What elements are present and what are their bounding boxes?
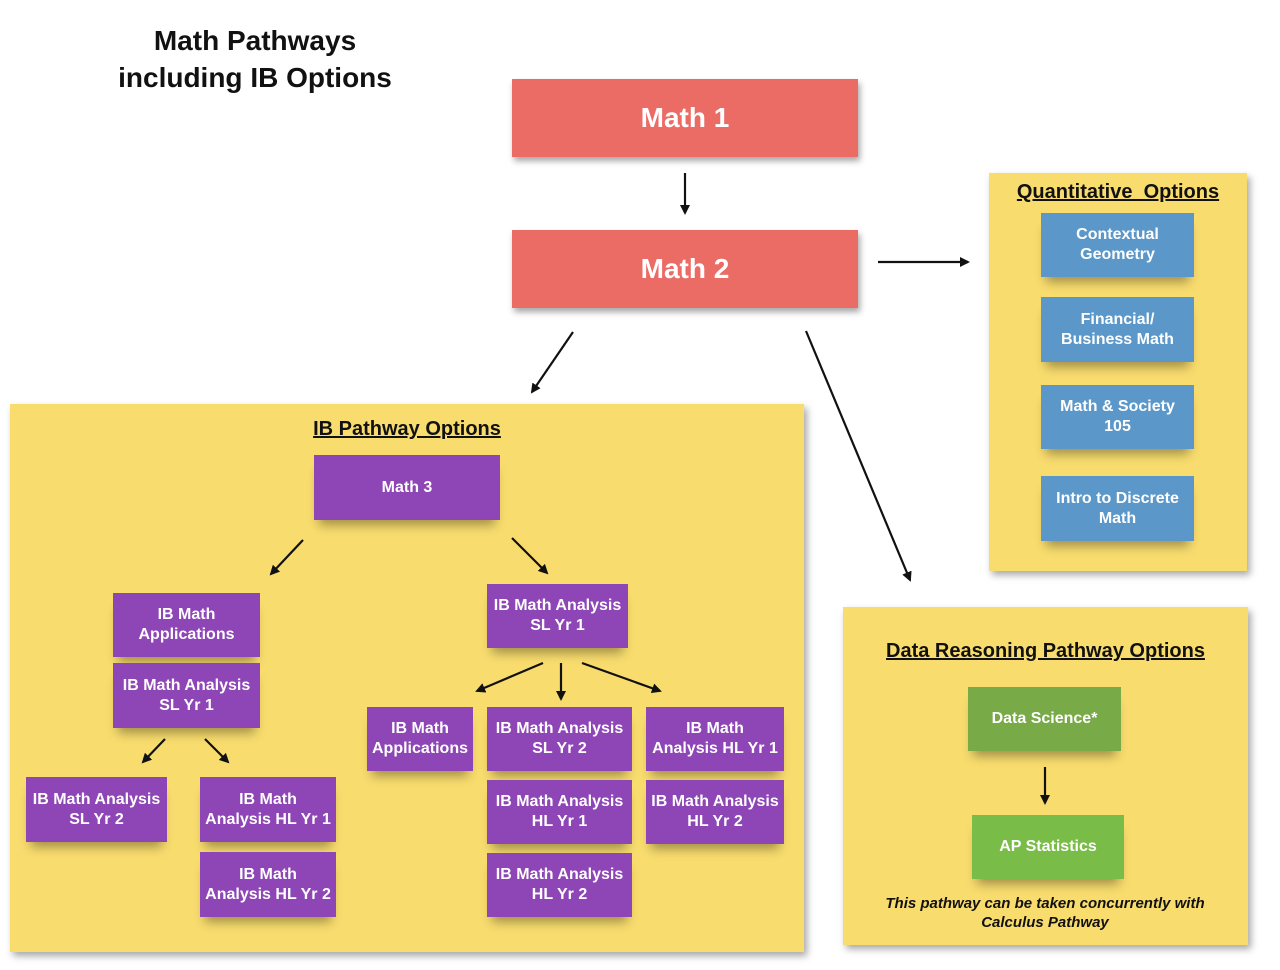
note-line-2: Calculus Pathway [981,914,1109,931]
ib-analysis-hl2-right-a-box: IB Math Analysis HL Yr 2 [646,780,784,844]
box-line: Applications [371,740,468,757]
box-line: IB Math Analysis [495,793,624,810]
box-line: IB Math Analysis [32,790,161,808]
title-line-2: including IB Options [118,62,392,93]
box-line: IB Math [391,720,449,737]
box-line: IB Math [157,606,216,623]
arrow-math2-to-ib [530,331,574,394]
box-line: HL Yr 1 [531,813,588,830]
box-line: Analysis HL Yr 1 [205,810,331,828]
box-line: IB Math [239,790,297,808]
ib-applications-right-box: IB Math Applications [367,707,473,771]
diagram-title: Math Pathways including IB Options [80,22,430,96]
concurrency-note: This pathway can be taken concurrently w… [845,894,1245,932]
box-line: SL Yr 1 [159,696,214,714]
box-line: IB Math Analysis [122,676,251,694]
quant-item-math-society: Math & Society 105 [1041,385,1194,449]
data-reasoning-heading: Data Reasoning Pathway Options [886,640,1205,662]
box-line: Analysis HL Yr 1 [652,740,778,757]
quantitative-options-heading: Quantitative Options [1016,181,1220,203]
ib-analysis-hl1-right-a-box: IB Math Analysis HL Yr 1 [646,707,784,771]
ib-analysis-sl1-right-box: IB Math Analysis SL Yr 1 [487,584,628,648]
data-science-label: Data Science* [991,710,1098,727]
title-line-1: Math Pathways [153,25,357,56]
data-science-box: Data Science* [968,687,1121,751]
box-line: IB Math Analysis [651,793,779,810]
box-line: IB Math [239,865,297,883]
box-line: Analysis HL Yr 2 [205,885,331,903]
quant-item-line: Math & Society [1060,398,1175,415]
arrow-math2-to-data-reasoning [804,330,912,582]
box-line: SL Yr 2 [532,740,587,757]
ap-statistics-label: AP Statistics [999,838,1097,855]
box-line: SL Yr 1 [530,617,585,634]
ib-analysis-hl1-left-box: IB Math Analysis HL Yr 1 [200,777,336,842]
box-line: HL Yr 2 [531,886,588,903]
math-1-label: Math 1 [640,102,730,133]
ib-analysis-hl1-right-b-box: IB Math Analysis HL Yr 1 [487,780,632,844]
ib-analysis-sl1-left-box: IB Math Analysis SL Yr 1 [113,663,260,728]
ib-analysis-hl2-left-box: IB Math Analysis HL Yr 2 [200,852,336,917]
ib-analysis-hl2-right-b-box: IB Math Analysis HL Yr 2 [487,853,632,917]
math-2-box: Math 2 [512,230,858,308]
math-1-box: Math 1 [512,79,858,157]
quant-item-financial-business-math: Financial/ Business Math [1041,297,1194,362]
math-3-label: Math 3 [381,478,433,496]
ib-pathway-heading: IB Pathway Options [313,418,501,440]
ib-applications-left-box: IB Math Applications [113,593,260,657]
box-line: SL Yr 2 [69,810,124,828]
math-2-label: Math 2 [640,253,730,284]
quant-item-line: Intro to Discrete [1056,489,1179,507]
box-line: IB Math [686,720,744,737]
box-line: IB Math Analysis [493,597,622,614]
box-line: IB Math Analysis [495,720,624,737]
quant-item-intro-discrete-math: Intro to Discrete Math [1041,476,1194,541]
quant-item-line: Business Math [1061,330,1174,348]
note-line-1: This pathway can be taken concurrently w… [885,895,1205,912]
box-line: Applications [138,626,235,643]
quant-item-line: Geometry [1080,246,1155,263]
ib-analysis-sl2-left-box: IB Math Analysis SL Yr 2 [26,777,167,842]
box-line: HL Yr 2 [687,813,743,830]
quant-item-line: 105 [1104,418,1131,435]
math-3-box: Math 3 [314,455,500,520]
box-line: IB Math Analysis [495,866,624,883]
quant-item-contextual-geometry: Contextual Geometry [1041,213,1194,277]
quant-item-line: Financial/ [1080,310,1155,328]
quant-item-line: Contextual [1076,226,1159,243]
ap-statistics-box: AP Statistics [972,815,1124,879]
ib-analysis-sl2-right-box: IB Math Analysis SL Yr 2 [487,707,632,771]
quant-item-line: Math [1098,509,1137,527]
